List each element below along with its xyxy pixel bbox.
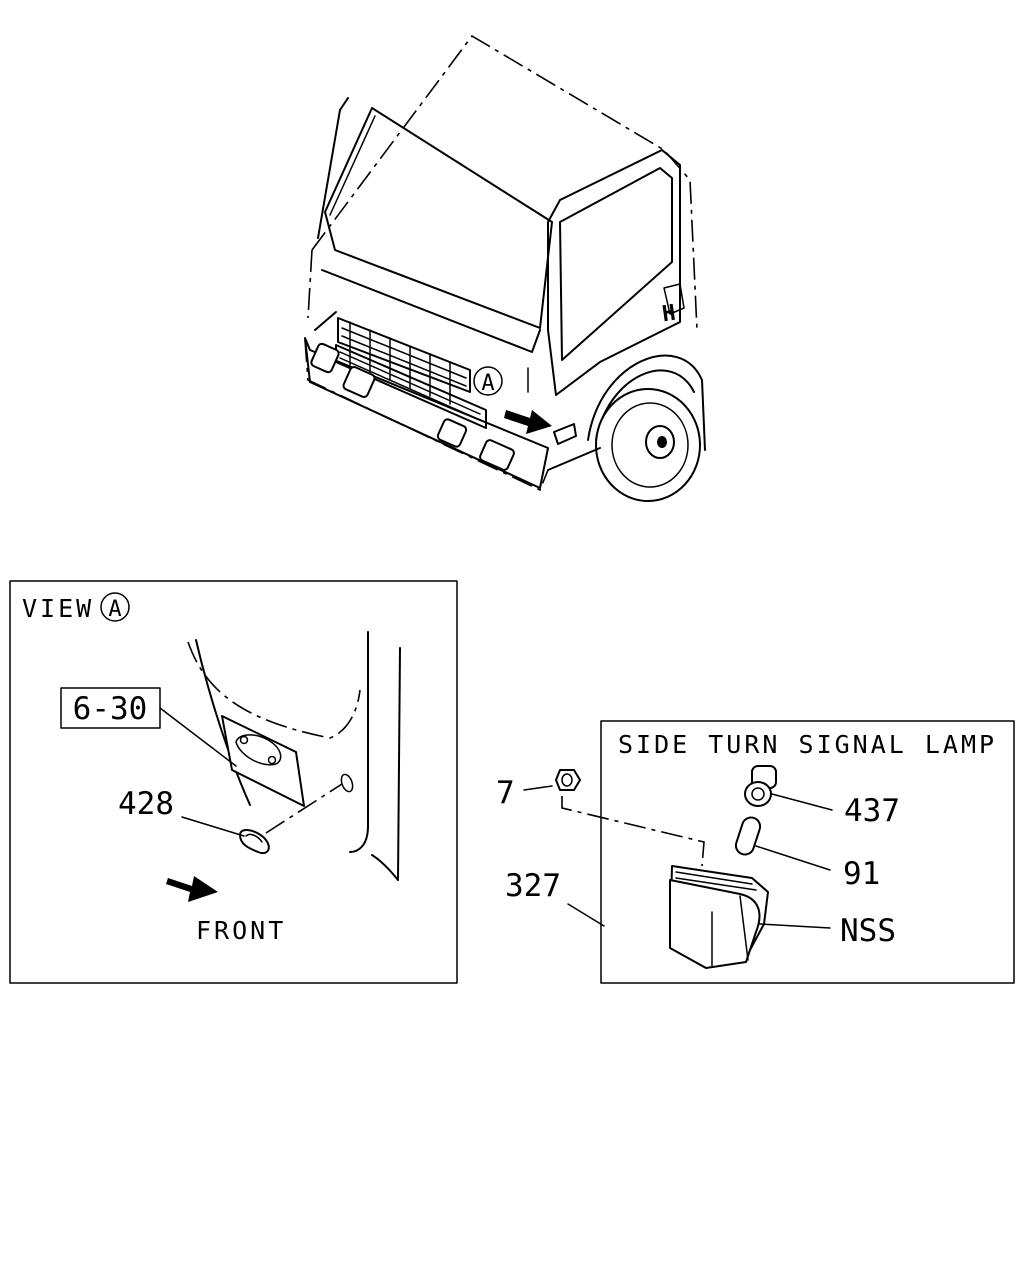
ref-box-6-30-label: 6-30 [73, 691, 148, 727]
truck-cab-illustration: H A [304, 34, 706, 502]
socket-part-437 [744, 765, 777, 807]
view-marker-a-cab: A [481, 371, 494, 396]
callout-nss: NSS [840, 913, 896, 949]
view-label: VIEW [22, 594, 94, 623]
nut-part-7 [555, 769, 581, 791]
callout-7: 7 [496, 775, 515, 811]
svg-text:H: H [661, 301, 678, 328]
view-a-panel: VIEW A 6-30 428 FRONT [9, 580, 458, 984]
view-a-frame [9, 580, 458, 984]
view-marker-a: A [108, 597, 121, 622]
front-arrow-icon [166, 876, 218, 902]
callout-437: 437 [844, 793, 900, 829]
lamp-body-nss [669, 865, 769, 969]
bulb-part-91 [734, 816, 762, 856]
lamp-panel-title: SIDE TURN SIGNAL LAMP [618, 730, 997, 759]
callout-327: 327 [505, 868, 561, 904]
front-label: FRONT [196, 916, 286, 945]
side-turn-signal-lamp-panel: SIDE TURN SIGNAL LAMP 7 437 91 NSS [496, 720, 1015, 984]
callout-428: 428 [118, 786, 174, 822]
lamp-panel-frame [600, 720, 1015, 984]
callout-91: 91 [843, 856, 880, 892]
